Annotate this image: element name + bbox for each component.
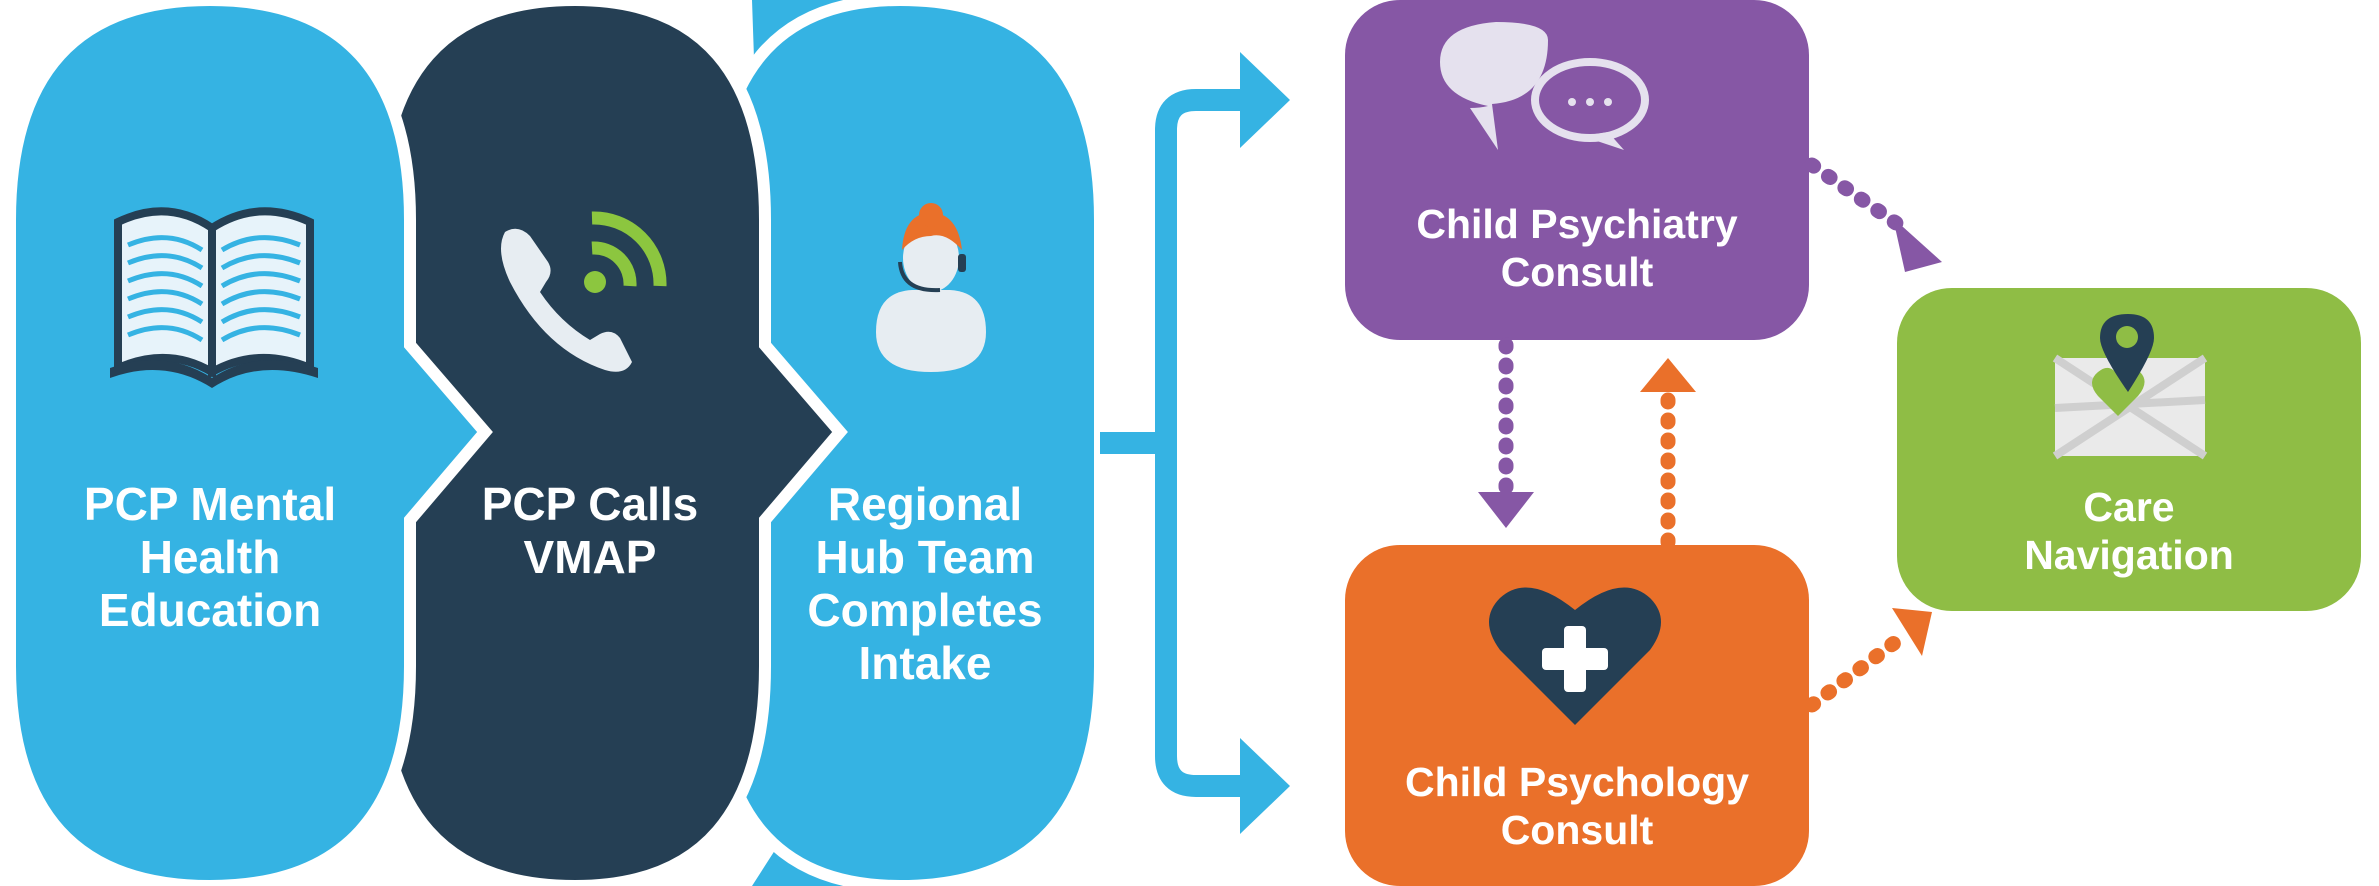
open-book-icon bbox=[110, 207, 318, 388]
speech-bubbles-icon bbox=[1440, 22, 1649, 150]
step-1-label: PCP Mental Health Education bbox=[83, 478, 337, 636]
dotted-arrowhead-up bbox=[1640, 358, 1696, 392]
step-3-pill-body bbox=[709, 0, 1106, 886]
child-psychiatry-label: Child Psychiatry Consult bbox=[1416, 201, 1738, 295]
step-2-label: PCP Calls VMAP bbox=[481, 478, 699, 583]
child-psychology-label: Child Psychology Consult bbox=[1405, 759, 1749, 853]
step-3-label: Regional Hub Team Completes Intake bbox=[807, 478, 1043, 689]
arrow-to-psychology bbox=[1240, 738, 1290, 834]
headset-agent-icon bbox=[876, 203, 986, 372]
dotted-arrowhead-to-navigation-from-psychiatry bbox=[1893, 218, 1942, 272]
branch-connector bbox=[1100, 89, 1266, 797]
phone-signal-icon bbox=[501, 211, 667, 372]
arrow-to-psychiatry bbox=[1240, 52, 1290, 148]
heart-plus-icon bbox=[1489, 587, 1661, 725]
dotted-arrowhead-down bbox=[1478, 492, 1534, 528]
dotted-arrowhead-to-navigation-from-psychology bbox=[1892, 608, 1932, 656]
dotted-arrows bbox=[1498, 157, 1914, 713]
care-navigation-label: Care Navigation bbox=[2024, 484, 2234, 578]
step-2-pill bbox=[374, 0, 848, 886]
map-pin-heart-icon bbox=[2052, 314, 2208, 460]
